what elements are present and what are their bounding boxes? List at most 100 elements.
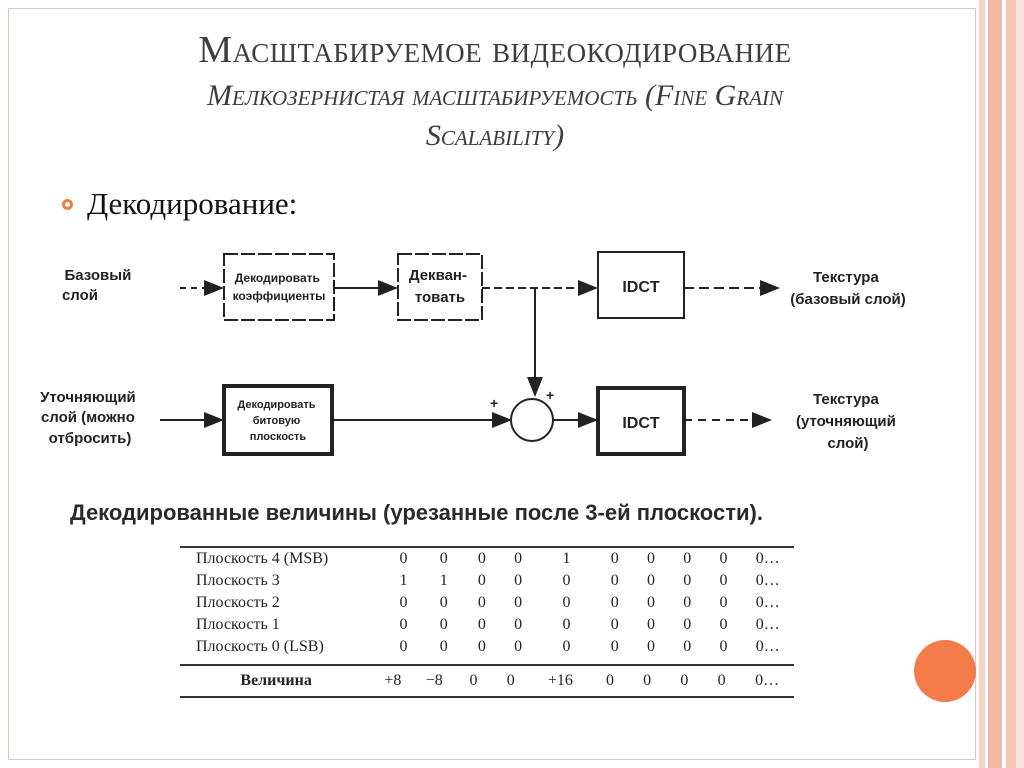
table-cell: 0: [605, 672, 614, 689]
table-cell: 0: [562, 638, 571, 655]
table-cell: −8: [425, 672, 443, 689]
table-cell: 0: [477, 616, 486, 633]
table-cell: 0: [719, 616, 728, 633]
table-cell: 0: [506, 672, 515, 689]
table-cell: 0: [562, 616, 571, 633]
table-cell: 0: [439, 594, 448, 611]
table-cell: 0: [477, 550, 486, 567]
idct-base-box: [597, 251, 685, 319]
table-row: Плоскость 4 (MSB) 0 0 0 0 1 0 0 0 0 0…: [180, 548, 794, 570]
idct-enhancement-label: IDCT: [622, 415, 660, 432]
table-cell: 0: [514, 572, 523, 589]
table-cell: 0: [683, 638, 692, 655]
slide-subtitle: Мелкозернистая масштабируемость (Fine Gr…: [60, 76, 930, 156]
bullet-circle-icon: [62, 198, 73, 210]
table-cell: 0…: [755, 572, 780, 589]
table-cell: 0: [469, 672, 478, 689]
row-label: Плоскость 4 (MSB): [196, 550, 329, 567]
table-cell: 0: [399, 594, 408, 611]
table-cell: 0: [683, 550, 692, 567]
slide-frame: [8, 8, 976, 760]
row-label: Плоскость 1: [196, 616, 280, 633]
table-cell: 0: [439, 616, 448, 633]
table-cell: 0: [647, 638, 656, 655]
table-cell: 0: [610, 550, 619, 567]
table-caption: Декодированные величины (урезанные после…: [70, 500, 763, 525]
table-cell: 0: [647, 572, 656, 589]
table-cell: 0: [683, 572, 692, 589]
dequantize-label: Декван- товать: [409, 267, 471, 306]
base-texture-output-label: Текстура (базовый слой): [790, 269, 906, 308]
table-cell: +16: [547, 672, 573, 689]
dequantize-box: [397, 253, 483, 321]
table-cell: 0: [562, 594, 571, 611]
table-cell: 0: [647, 616, 656, 633]
table-cell: 0: [643, 672, 652, 689]
bitplane-table: Плоскость 4 (MSB) 0 0 0 0 1 0 0 0 0 0… Плоскость 3 1…: [180, 546, 794, 698]
table-cell: 0: [719, 594, 728, 611]
table-cell: 0: [610, 638, 619, 655]
table-cell: +8: [384, 672, 402, 689]
table-cell: 0…: [755, 550, 780, 567]
base-layer-input-label: Базовый слой: [62, 267, 136, 304]
table-cell: 0: [514, 550, 523, 567]
row-label: Плоскость 3: [196, 572, 280, 589]
enhancement-layer-input-label: Уточняющий слой (можно отбросить): [40, 389, 140, 447]
table-cell: 0: [719, 572, 728, 589]
table-cell: 0: [477, 638, 486, 655]
decode-coefficients-box: [223, 253, 335, 321]
decode-bitplane-label: Декодировать битовую плоскость: [237, 399, 318, 443]
idct-enhancement-box: [596, 386, 686, 456]
table-cell: 1: [399, 572, 408, 589]
decode-bitplane-box: [222, 384, 334, 456]
table-cell: 1: [439, 572, 448, 589]
subtitle-line-2: Scalability): [425, 119, 565, 152]
table-cell: 0: [719, 550, 728, 567]
table-cell: 1: [562, 550, 571, 567]
table-cell: 0: [647, 594, 656, 611]
decorative-side-stripes: [979, 0, 1024, 768]
idct-base-label: IDCT: [622, 279, 660, 296]
decoding-block-diagram: Базовый слой Уточняющий слой (можно отбр…: [40, 251, 906, 456]
decorative-orange-circle: [914, 640, 976, 702]
subtitle-line-1: Мелкозернистая масштабируемость (Fine Gr…: [207, 79, 783, 112]
table-cell: 0…: [755, 638, 780, 655]
adder-circle: [510, 398, 554, 442]
table-cell: 0…: [755, 672, 780, 689]
table-middle-rule: [180, 664, 794, 666]
bitplane-rows: Плоскость 4 (MSB) 0 0 0 0 1 0 0 0 0 0… Плоскость 3 1…: [180, 548, 794, 658]
table-cell: 0: [610, 616, 619, 633]
table-cell: 0: [683, 594, 692, 611]
table-cell: 0…: [755, 594, 780, 611]
adder-plus-left: +: [490, 395, 498, 411]
table-cell: 0: [610, 594, 619, 611]
enhancement-texture-output-label: Текстура (уточняющий слой): [796, 391, 900, 452]
decode-coefficients-label: Декодировать коэффициенты: [233, 271, 326, 303]
table-cell: 0: [399, 616, 408, 633]
table-cell: 0: [514, 594, 523, 611]
table-cell: 0: [477, 572, 486, 589]
table-cell: 0: [399, 638, 408, 655]
table-top-rule: [180, 546, 794, 548]
table-cell: 0…: [755, 616, 780, 633]
row-label: Плоскость 0 (LSB): [196, 638, 324, 655]
table-cell: 0: [439, 638, 448, 655]
table-cell: 0: [399, 550, 408, 567]
table-cell: 0: [647, 550, 656, 567]
table-cell: 0: [680, 672, 689, 689]
table-cell: 0: [439, 550, 448, 567]
table-cell: 0: [514, 616, 523, 633]
table-cell: 0: [610, 572, 619, 589]
adder-plus-top: +: [546, 387, 554, 403]
table-cell: 0: [719, 638, 728, 655]
table-cell: 0: [477, 594, 486, 611]
row-label: Величина: [240, 672, 312, 689]
table-cell: 0: [683, 616, 692, 633]
table-cell: 0: [562, 572, 571, 589]
table-bottom-rule: [180, 696, 794, 698]
bullet-item: Декодирование:: [62, 186, 297, 222]
